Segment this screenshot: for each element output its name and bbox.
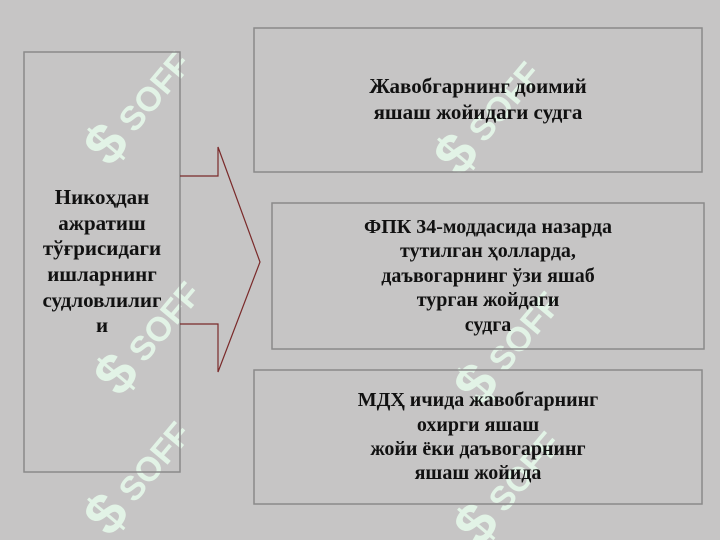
target-box-1 bbox=[253, 27, 703, 173]
source-box-label: Никоҳдан ажратиш тўғрисидаги ишларнинг с… bbox=[42, 185, 162, 338]
target-box-1-label: Жавобгарнинг доимий яшаш жойидаги судга bbox=[369, 74, 587, 124]
target-box-3 bbox=[253, 369, 703, 505]
arrow bbox=[180, 146, 261, 373]
target-box-3-label: МДҲ ичида жавобгарнинг охирги яшаш жойи … bbox=[357, 389, 599, 485]
source-box bbox=[23, 51, 181, 473]
target-box-2 bbox=[271, 202, 705, 350]
target-box-2-label: ФПК 34-моддасида назарда тутилган ҳоллар… bbox=[364, 216, 612, 336]
